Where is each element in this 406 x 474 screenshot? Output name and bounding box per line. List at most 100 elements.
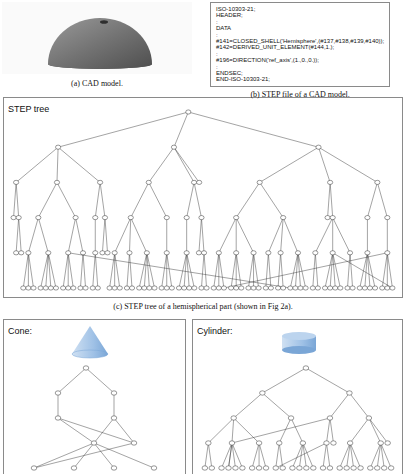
tree-link — [201, 253, 204, 288]
tree-link — [149, 147, 174, 182]
tree-node — [337, 466, 343, 470]
tree-node — [256, 286, 261, 290]
tree-link — [234, 393, 263, 418]
tree-link — [236, 253, 237, 288]
tree-link — [95, 253, 98, 288]
tree-link — [68, 253, 290, 288]
tree-link — [347, 443, 350, 468]
tree-node — [362, 286, 367, 290]
tree-link — [232, 443, 242, 468]
tree-node — [31, 286, 36, 290]
tree-link — [16, 218, 19, 253]
tree-link — [201, 218, 204, 253]
tree-node — [112, 251, 117, 255]
tree-node — [147, 286, 152, 290]
tree-node — [374, 466, 380, 470]
tree-node — [36, 216, 41, 220]
tree-link — [260, 147, 319, 182]
tree-link — [290, 253, 298, 288]
tree-link — [387, 253, 392, 288]
tree-node — [331, 441, 337, 445]
tree-link — [95, 182, 100, 217]
tree-link — [38, 218, 48, 253]
tree-link — [58, 147, 100, 182]
tree-link — [303, 443, 313, 468]
tree-link — [377, 443, 380, 468]
tree-link — [174, 147, 194, 182]
code-line: END-ISO-10303-21; — [216, 76, 384, 82]
tree-node — [31, 466, 37, 470]
tree-node — [38, 286, 43, 290]
tree-node — [14, 180, 19, 184]
tree-link — [162, 253, 167, 288]
tree-link — [28, 253, 29, 288]
cone-icon — [72, 326, 108, 358]
tree-link — [23, 253, 28, 288]
tree-link — [14, 182, 17, 217]
tree-link — [369, 418, 388, 443]
tree-node — [324, 441, 330, 445]
cylinder-top — [282, 332, 316, 340]
tree-node — [251, 286, 256, 290]
tree-node — [186, 110, 191, 114]
tree-link — [208, 418, 233, 443]
tree-node — [351, 466, 357, 470]
tree-node — [199, 216, 204, 220]
code-line: #196=DIRECTION('ref_axis',(1.,0.,0.)); — [216, 57, 384, 63]
tree-link — [129, 253, 132, 288]
tree-link — [80, 253, 83, 288]
tree-node — [11, 216, 16, 220]
step-tree-panel: STEP tree — [3, 97, 403, 298]
tree-node — [112, 286, 117, 290]
tree-link — [68, 253, 69, 288]
tree-link — [231, 253, 236, 288]
tree-link — [58, 112, 188, 147]
code-line: DATA — [216, 25, 384, 31]
tree-link — [340, 443, 350, 468]
tree-node — [327, 416, 333, 420]
tree-drawings — [11, 110, 395, 470]
tree-node — [385, 216, 390, 220]
tree-node — [266, 251, 271, 255]
tree-link — [68, 253, 73, 288]
tree-node — [100, 251, 105, 255]
tree-node — [325, 216, 330, 220]
tree-node — [390, 286, 395, 290]
code-line: : — [216, 51, 384, 57]
tree-link — [298, 253, 306, 288]
tree-node — [256, 441, 262, 445]
tree-node — [164, 286, 169, 290]
tree-node — [83, 286, 88, 290]
tree-node — [328, 286, 333, 290]
tree-node — [256, 466, 262, 470]
tree-node — [300, 441, 306, 445]
tree-link — [347, 253, 350, 288]
tree-link — [208, 443, 211, 468]
tree-node — [184, 251, 189, 255]
tree-link — [268, 253, 271, 288]
tree-link — [110, 253, 115, 288]
tree-link — [187, 253, 195, 288]
tree-link — [295, 253, 298, 288]
tree-link — [325, 253, 333, 288]
tree-node — [216, 251, 221, 255]
tree-node — [159, 286, 164, 290]
tree-node — [345, 286, 350, 290]
tree-node — [169, 286, 174, 290]
tree-link — [313, 253, 316, 288]
tree-node — [268, 286, 273, 290]
tree-link — [253, 253, 254, 288]
tree-node — [303, 366, 309, 370]
tree-link — [262, 393, 291, 418]
tree-link — [94, 443, 114, 468]
tree-node — [102, 216, 107, 220]
tree-link — [228, 443, 231, 468]
tree-link — [236, 182, 259, 217]
tree-node — [199, 286, 204, 290]
tree-link — [319, 147, 378, 182]
tree-link — [228, 443, 231, 468]
tree-node — [14, 251, 19, 255]
tree-node — [375, 180, 380, 184]
tree-link — [281, 253, 284, 288]
